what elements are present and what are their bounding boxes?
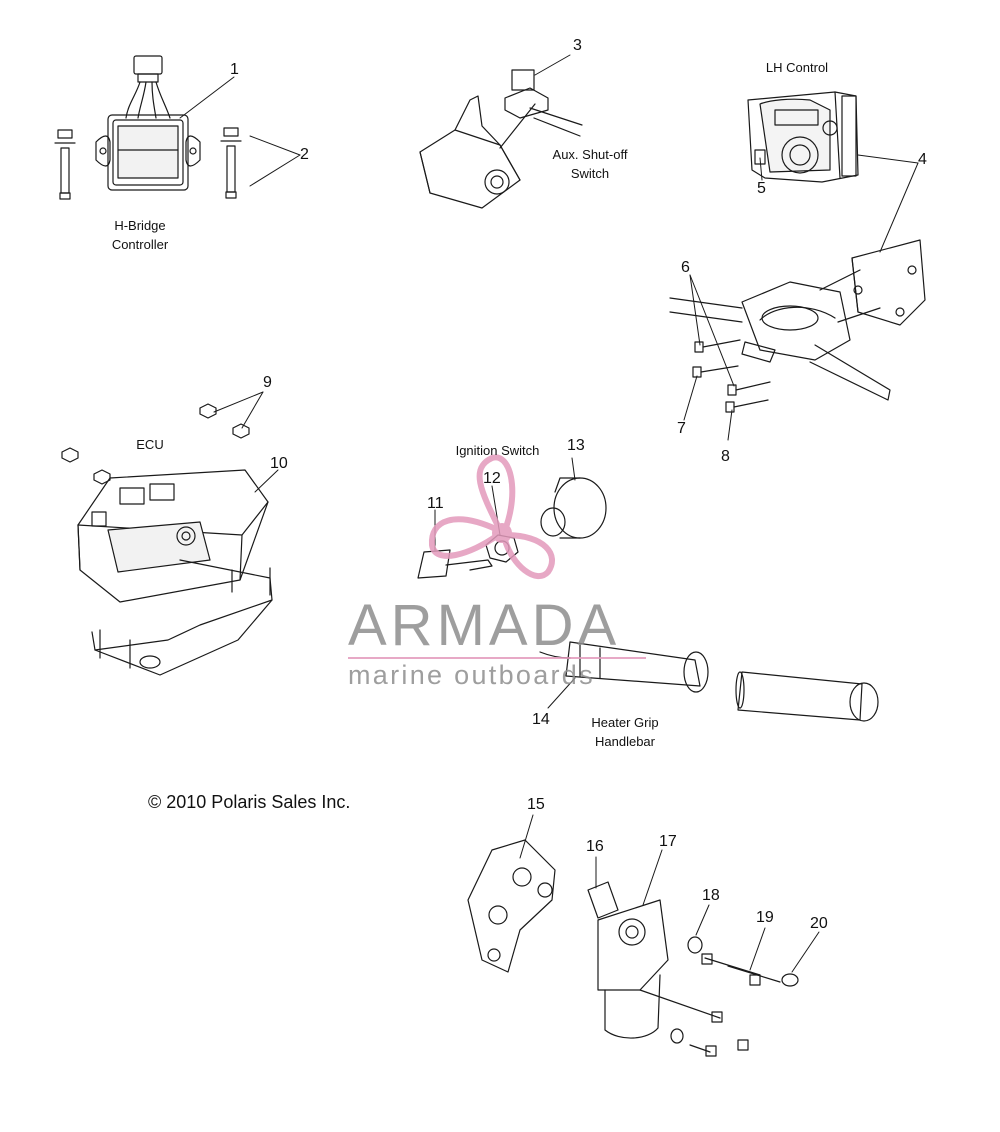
- callout-9: 9: [263, 374, 272, 391]
- callout-8: 8: [721, 448, 730, 465]
- callout-16: 16: [586, 838, 604, 855]
- callout-10: 10: [270, 455, 288, 472]
- watermark-rule: [348, 657, 646, 659]
- lh-control-label: LH Control: [765, 60, 829, 75]
- callout-19: 19: [756, 909, 774, 926]
- aux-switch-label-line2: Switch: [570, 166, 610, 181]
- heater-grip-label-line2: Handlebar: [595, 734, 655, 749]
- callout-20: 20: [810, 915, 828, 932]
- h-bridge-label: H-Bridge Controller: [100, 216, 180, 254]
- h-bridge-label-line1: H-Bridge: [114, 218, 166, 233]
- callout-4: 4: [918, 151, 927, 168]
- heater-grip-label: Heater Grip Handlebar: [580, 713, 670, 751]
- callout-1: 1: [230, 61, 239, 78]
- callout-11: 11: [427, 495, 444, 512]
- callout-17: 17: [659, 833, 677, 850]
- h-bridge-screws-drawing: [55, 128, 241, 199]
- callout-2: 2: [300, 146, 309, 163]
- h-bridge-label-line2: Controller: [111, 237, 169, 252]
- ecu-drawing: [62, 404, 272, 675]
- h-bridge-controller-drawing: [96, 56, 200, 190]
- callout-14: 14: [532, 711, 550, 728]
- callout-13: 13: [567, 437, 585, 454]
- callout-3: 3: [573, 37, 582, 54]
- callout-12: 12: [483, 470, 501, 487]
- copyright-text: © 2010 Polaris Sales Inc.: [148, 792, 351, 812]
- heater-grip-drawing: [540, 642, 878, 721]
- callout-15: 15: [527, 796, 545, 813]
- motor-assembly-drawing: [468, 840, 798, 1056]
- lh-control-housing-drawing: [748, 92, 858, 182]
- callout-6: 6: [681, 259, 690, 276]
- propeller-logo-icon: [432, 457, 552, 576]
- callout-7: 7: [677, 420, 686, 437]
- aux-switch-label-line1: Aux. Shut-off: [552, 147, 628, 162]
- heater-grip-label-line1: Heater Grip: [591, 715, 659, 730]
- ignition-switch-label: Ignition Switch: [455, 443, 540, 458]
- ignition-switch-drawing: [418, 478, 606, 578]
- ecu-label: ECU: [136, 437, 164, 452]
- leader-lines: [180, 55, 918, 972]
- callout-18: 18: [702, 887, 720, 904]
- watermark-tagline: marine outboards: [348, 660, 595, 690]
- aux-shutoff-switch-drawing: [420, 70, 582, 208]
- aux-switch-label: Aux. Shut-off Switch: [540, 145, 640, 183]
- watermark-brand: ARMADA: [348, 593, 621, 658]
- callout-5: 5: [757, 180, 766, 197]
- lh-control-assembly-drawing: [670, 240, 925, 412]
